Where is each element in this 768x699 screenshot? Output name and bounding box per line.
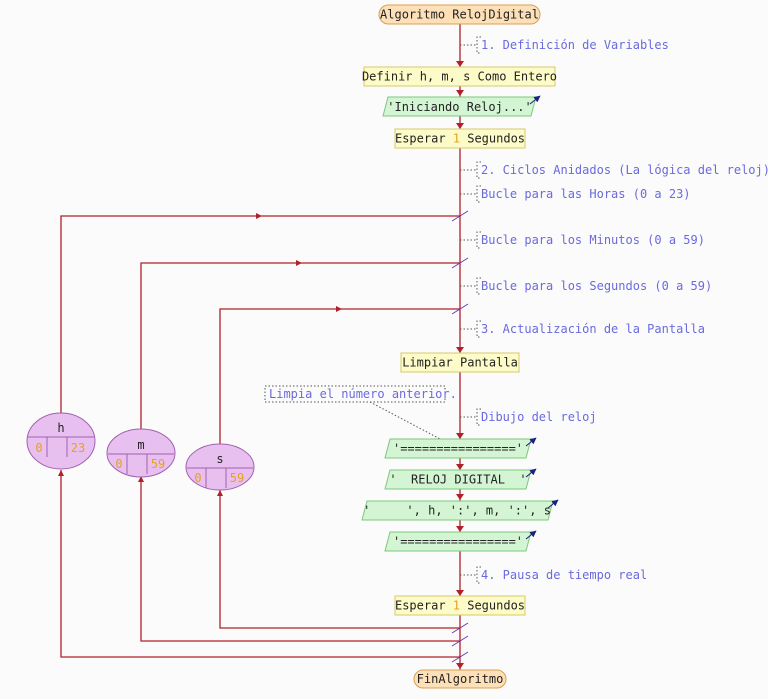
end-terminal-label: FinAlgoritmo — [417, 672, 504, 686]
loop-s-line — [219, 308, 460, 629]
output-block-1[interactable]: '================' — [384, 437, 537, 459]
comment-connectors — [264, 36, 481, 584]
esperar-block-1[interactable]: Esperar 1 Segundos — [394, 128, 526, 149]
output-arrow-icon — [547, 499, 559, 509]
limpiar-block[interactable]: Limpiar Pantalla — [400, 352, 520, 373]
comment-pausa: 4. Pausa de tiempo real — [481, 568, 647, 582]
start-terminal[interactable]: Algoritmo RelojDigital — [378, 4, 541, 25]
loop-m-to: 59 — [151, 457, 165, 471]
loop-h-line — [60, 215, 460, 658]
loop-m-from: 0 — [115, 457, 122, 471]
esperar-1-label: Esperar 1 Segundos — [395, 132, 525, 146]
iniciando-label: 'Iniciando Reloj...' — [387, 100, 532, 114]
comment-actualizacion: 3. Actualización de la Pantalla — [481, 322, 705, 336]
esperar-block-2[interactable]: Esperar 1 Segundos — [394, 595, 526, 616]
esperar-2-label: Esperar 1 Segundos — [395, 599, 525, 613]
loop-h-var: h — [57, 421, 64, 435]
limpiar-label: Limpiar Pantalla — [402, 356, 518, 370]
output-3-label: ' ', h, ':', m, ':', s — [363, 504, 551, 518]
output-arrow-icon — [525, 530, 537, 540]
loop-h-to: 23 — [71, 441, 85, 455]
output-block-3[interactable]: ' ', h, ':', m, ':', s — [361, 499, 559, 521]
output-2-label: ' RELOJ DIGITAL ' — [389, 473, 526, 487]
definir-label: Definir h, m, s Como Entero — [362, 70, 557, 84]
loop-junction-ticks — [451, 210, 469, 663]
comment-limpia: Limpia el número anterior. — [269, 387, 457, 401]
comment-definicion: 1. Definición de Variables — [481, 38, 669, 52]
start-terminal-label: Algoritmo RelojDigital — [380, 8, 539, 22]
loop-m-var: m — [137, 438, 144, 452]
output-arrow-icon — [525, 468, 537, 478]
output-1-label: '================' — [393, 442, 523, 456]
end-terminal[interactable]: FinAlgoritmo — [413, 669, 507, 689]
loop-arrowheads — [58, 213, 342, 496]
flow-arrowheads — [456, 61, 464, 669]
output-arrow-icon — [525, 437, 537, 447]
definir-block[interactable]: Definir h, m, s Como Entero — [362, 66, 557, 87]
loop-s-var: s — [216, 452, 223, 466]
output-block-2[interactable]: ' RELOJ DIGITAL ' — [384, 468, 537, 490]
loop-h-from: 0 — [35, 441, 42, 455]
loop-node-h[interactable]: h 0 23 — [26, 412, 96, 470]
comment-dibujo: Dibujo del reloj — [481, 410, 597, 424]
comment-horas: Bucle para las Horas (0 a 23) — [481, 187, 691, 201]
iniciando-output[interactable]: 'Iniciando Reloj...' — [382, 95, 541, 117]
loop-m-line — [140, 262, 460, 642]
comment-minutos: Bucle para los Minutos (0 a 59) — [481, 233, 705, 247]
output-block-4[interactable]: '================' — [384, 530, 537, 552]
comment-segundos: Bucle para los Segundos (0 a 59) — [481, 279, 712, 293]
loop-s-to: 59 — [230, 471, 244, 485]
output-4-label: '================' — [393, 535, 523, 549]
comment-ciclos: 2. Ciclos Anidados (La lógica del reloj) — [481, 163, 768, 177]
loop-s-from: 0 — [194, 471, 201, 485]
output-arrow-icon — [529, 95, 541, 105]
loop-node-m[interactable]: m 0 59 — [106, 428, 176, 478]
loop-node-s[interactable]: s 0 59 — [185, 443, 255, 491]
